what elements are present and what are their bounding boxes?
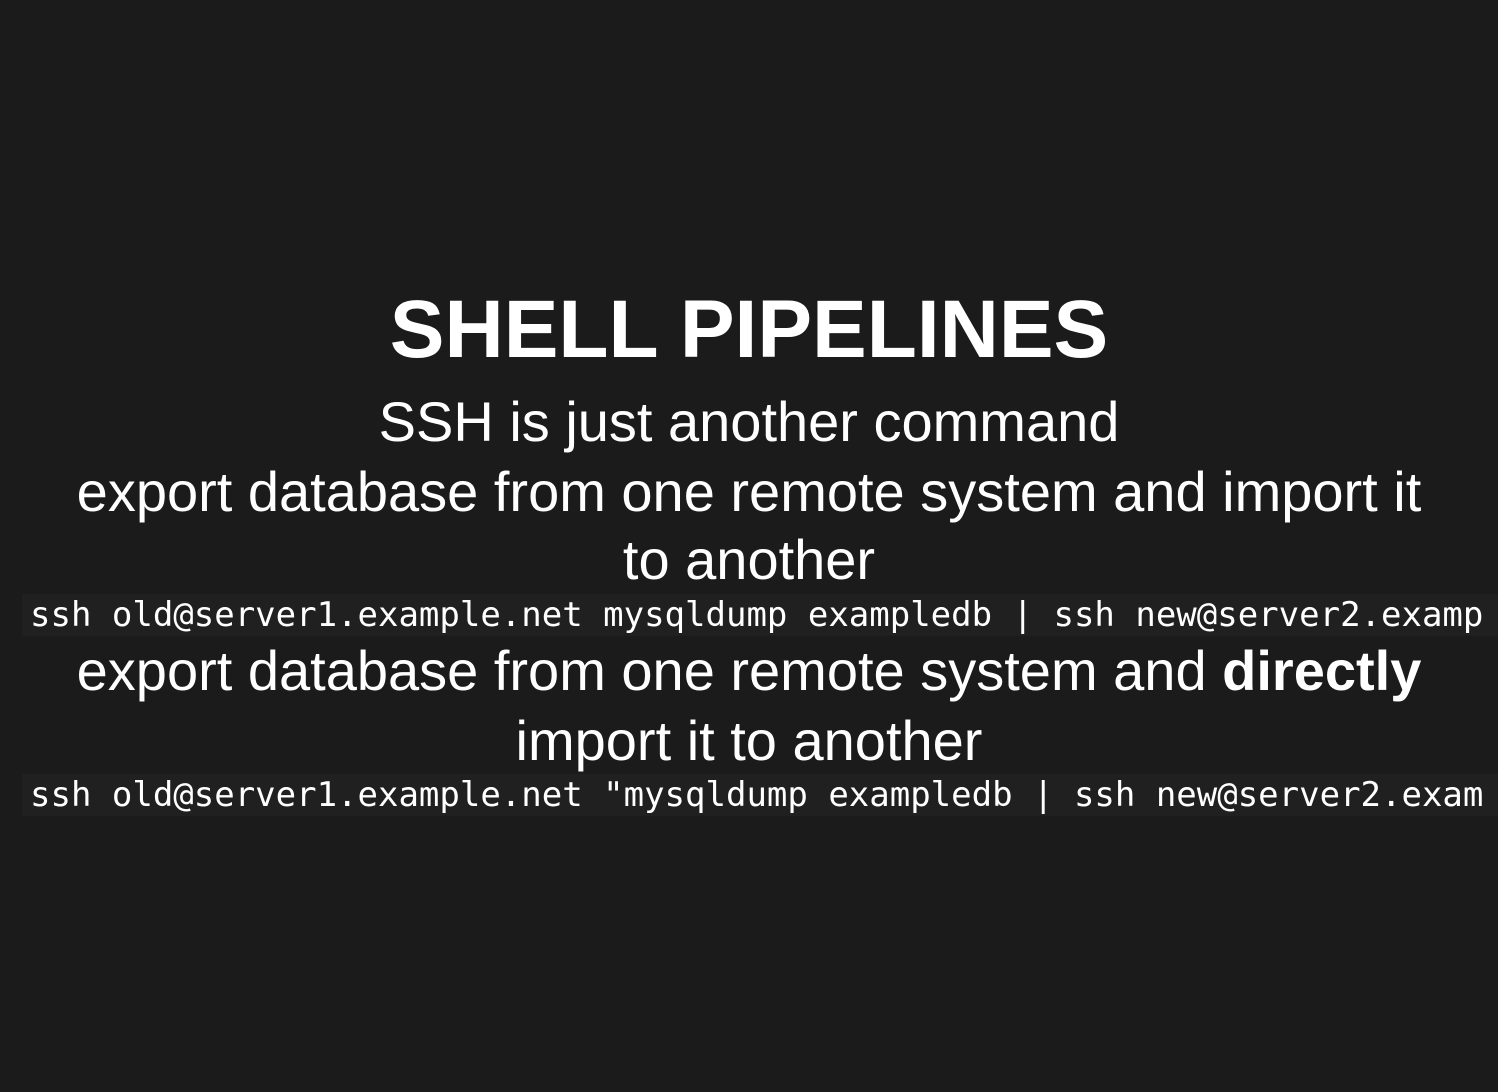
- point1-text-line2: to another: [622, 528, 876, 591]
- slide-title: SHELL PIPELINES: [389, 284, 1109, 375]
- point2-text-line1: export database from one remote system a…: [0, 637, 1498, 705]
- point2-text-line2: import it to another: [515, 709, 983, 772]
- code-block-2: ssh old@server1.example.net "mysqldump e…: [22, 774, 1498, 816]
- point1-text-line1: export database from one remote system a…: [76, 460, 1422, 523]
- point2-text-regular: export database from one remote system a…: [76, 639, 1223, 702]
- point2-emphasis: directly: [1222, 639, 1422, 702]
- slide-subtitle: SSH is just another command: [378, 390, 1120, 453]
- code-block-1: ssh old@server1.example.net mysqldump ex…: [22, 594, 1498, 636]
